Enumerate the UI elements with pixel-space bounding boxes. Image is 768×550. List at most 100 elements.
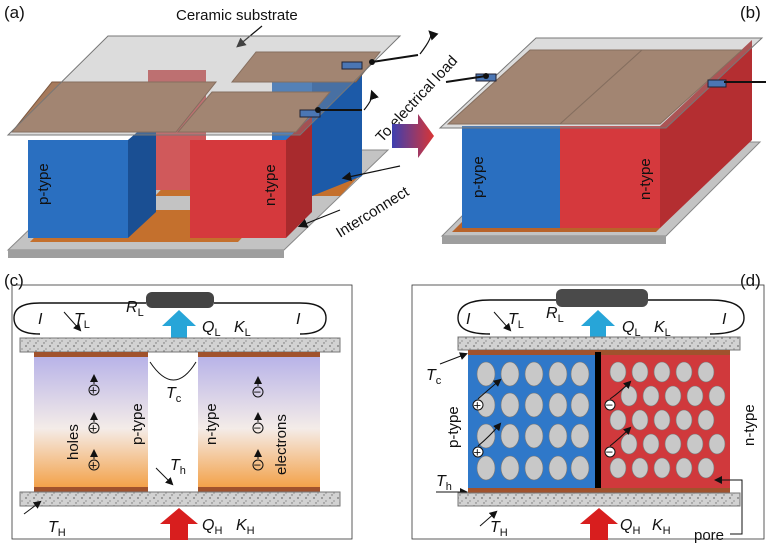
panel-a-p-label: p-type — [35, 163, 52, 205]
c-load-resistor — [146, 292, 214, 308]
c-T-h: Th — [170, 457, 186, 477]
panel-b-letter: (b) — [740, 3, 761, 22]
b-wire-left — [445, 75, 487, 83]
front-p-leg-side — [128, 116, 156, 238]
d-Q-H: QH — [620, 517, 640, 537]
c-heat-in-arrow — [160, 508, 198, 540]
lead-curve-upper — [419, 30, 439, 55]
c-th-arrow — [155, 467, 174, 486]
panel-b-p-label: p-type — [470, 156, 487, 198]
d-Q-L: QL — [622, 319, 641, 339]
b-terminal-right — [707, 79, 727, 88]
front-n-leg-side — [286, 116, 312, 238]
d-pore-pointer — [714, 476, 743, 535]
c-n-label: n-type — [203, 403, 220, 445]
panel-b-n-label: n-type — [637, 158, 654, 200]
transition-arrow — [392, 114, 434, 158]
d-tc-arrow — [439, 352, 468, 365]
d-heat-in-arrow — [580, 508, 618, 540]
c-holes-label: holes — [65, 424, 82, 460]
d-pore-label: pore — [694, 527, 724, 544]
d-T-L: TL — [508, 311, 524, 331]
d-R-L: RL — [546, 305, 564, 325]
lead-wire-upper — [371, 54, 419, 63]
svg-text:+: + — [90, 383, 98, 398]
panel-d-letter: (d) — [740, 271, 761, 290]
panel-b: (b) p-type n-type — [438, 3, 766, 244]
svg-text:−: − — [606, 398, 614, 413]
c-electrons-label: electrons — [273, 414, 290, 475]
d-K-H: KH — [652, 517, 671, 537]
interconnect-pointer-2 — [297, 209, 341, 228]
c-top-electrode-left — [34, 352, 148, 357]
svg-text:−: − — [254, 458, 262, 473]
panel-d-frame — [411, 284, 765, 540]
svg-text:+: + — [90, 458, 98, 473]
c-wire-right — [214, 302, 327, 335]
c-T-H: TH — [48, 519, 66, 539]
d-T-H: TH — [490, 519, 508, 539]
c-top-ceramic — [19, 337, 341, 353]
front-n-leg — [190, 140, 286, 238]
d-wire-left — [457, 299, 556, 335]
c-R-L: RL — [126, 299, 144, 319]
c-heat-out-arrow — [162, 310, 196, 338]
c-hole-carriers: + + + — [88, 374, 100, 473]
d-bottom-ceramic — [457, 492, 741, 507]
c-T-L: TL — [74, 311, 90, 331]
c-bottom-electrode-right — [198, 487, 320, 492]
panel-a-n-label: n-type — [262, 164, 279, 206]
d-separator — [595, 352, 601, 491]
c-Q-H: QH — [202, 517, 222, 537]
b-top-plate — [438, 37, 764, 129]
d-n-pores — [609, 361, 726, 479]
d-heat-out-arrow — [581, 310, 615, 338]
d-wire-right — [648, 299, 745, 335]
b-n-leg — [560, 126, 660, 228]
terminal-tab-upper — [341, 61, 363, 70]
panel-d: (d) I I TL RL QL KL — [411, 271, 765, 544]
d-hole-carriers: + + — [472, 378, 502, 460]
c-p-label: p-type — [129, 403, 146, 445]
d-load-resistor — [556, 289, 648, 307]
c-bottom-electrode-left — [34, 487, 148, 492]
c-tl-arrow — [63, 311, 82, 332]
d-n-label: n-type — [741, 404, 758, 446]
top-pad-left — [10, 81, 218, 133]
d-TH-arrow — [479, 510, 498, 527]
panel-a-letter: (a) — [4, 3, 25, 22]
terminal-tab-lower — [299, 109, 321, 118]
c-electron-carriers: − − − — [252, 376, 264, 473]
c-Q-L: QL — [202, 319, 221, 339]
panel-c-letter: (c) — [4, 271, 24, 290]
b-n-leg-side — [660, 40, 752, 228]
svg-text:+: + — [474, 445, 482, 460]
b-top-pad-right — [558, 49, 744, 125]
ceramic-substrate-label: Ceramic substrate — [176, 7, 298, 24]
lead-curve-lower — [363, 89, 379, 111]
top-pad-mid — [176, 91, 332, 133]
c-T-c: Tc — [166, 385, 182, 405]
c-current-left: I — [38, 311, 43, 328]
d-current-right: I — [722, 311, 727, 328]
d-top-ceramic — [457, 336, 741, 351]
c-K-H: KH — [236, 517, 255, 537]
svg-text:+: + — [474, 398, 482, 413]
svg-text:−: − — [254, 421, 262, 436]
svg-text:+: + — [90, 421, 98, 436]
d-current-left: I — [466, 311, 471, 328]
svg-text:−: − — [606, 445, 614, 460]
d-T-c: Tc — [426, 367, 442, 387]
d-p-label: p-type — [445, 406, 462, 448]
bottom-ceramic-edge — [8, 250, 284, 258]
c-top-electrode-right — [198, 352, 320, 357]
top-pad-back — [230, 51, 382, 83]
interconnect-pointer-1 — [341, 165, 401, 182]
c-TH-arrow — [23, 500, 42, 515]
c-wire-left — [13, 302, 146, 335]
b-bottom-edge — [442, 236, 666, 244]
svg-text:−: − — [254, 385, 262, 400]
c-K-L: KL — [234, 319, 251, 339]
d-bottom-electrode — [468, 488, 730, 493]
d-K-L: KL — [654, 319, 671, 339]
